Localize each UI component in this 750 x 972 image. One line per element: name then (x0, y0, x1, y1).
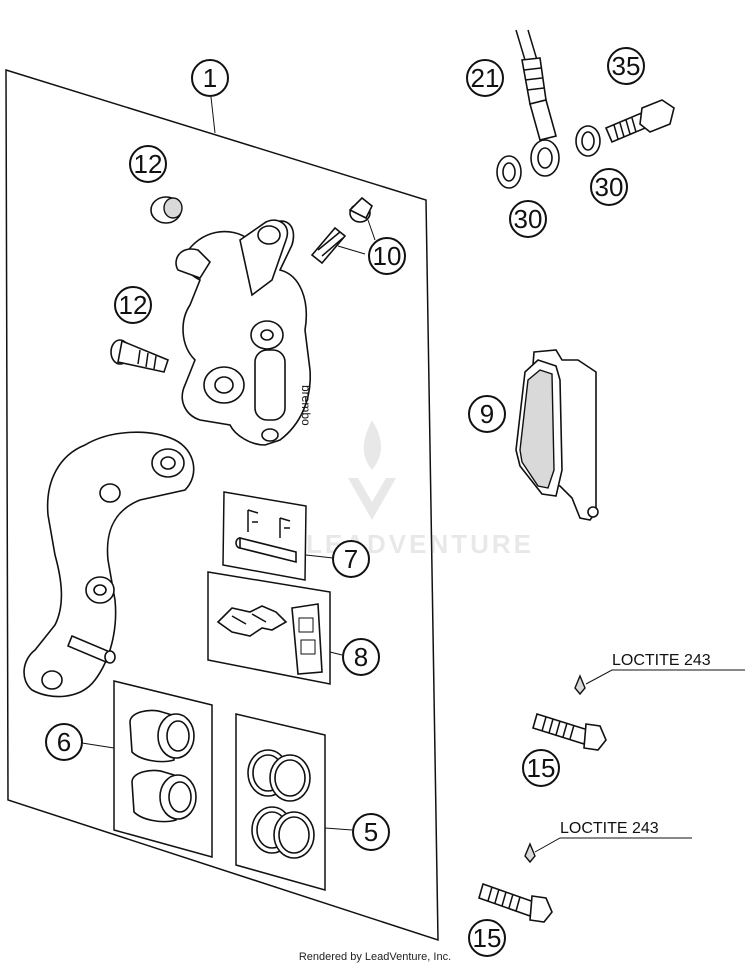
callout-7: 7 (344, 544, 358, 574)
footer-credit: Rendered by LeadVenture, Inc. (298, 951, 452, 963)
callout-1-bubble (191, 59, 229, 97)
caliper-support-bracket-part (23, 431, 195, 698)
callout-35: 35 (612, 51, 641, 81)
callout-8: 8 (354, 642, 368, 672)
piston-kit-box (113, 680, 213, 858)
callout-30-right-bubble (590, 168, 628, 206)
loctite-label-top: LOCTITE 243 (612, 652, 711, 669)
callout-6: 6 (57, 727, 71, 757)
brake-pads-part (515, 349, 599, 521)
callout-9: 9 (480, 399, 494, 429)
pin-kit-box (222, 491, 307, 581)
callout-9-bubble (468, 395, 506, 433)
callout-12-top-bubble (129, 145, 167, 183)
pad-pin-bolt-part (110, 339, 169, 373)
callout-21: 21 (471, 63, 500, 93)
callout-21-bubble (466, 59, 504, 97)
banjo-bolt-part (604, 99, 675, 144)
callout-5: 5 (364, 817, 378, 847)
callout-12-top: 12 (134, 149, 163, 179)
callout-6-bubble (45, 723, 83, 761)
caliper-brand-text: brembo (299, 385, 313, 426)
callout-12-middle: 12 (119, 290, 148, 320)
watermark-logo: LEADVENTURE (306, 420, 531, 559)
brake-line-part (515, 29, 560, 177)
callout-15-lower-bubble (468, 919, 506, 957)
seal-kit-box (235, 713, 326, 891)
callout-15-upper-bubble (522, 749, 560, 787)
callout-15-lower: 15 (473, 923, 502, 953)
callout-10-bubble (368, 237, 406, 275)
callout-15-upper: 15 (527, 753, 556, 783)
callout-30-left-bubble (509, 200, 547, 238)
callout-35-bubble (607, 47, 645, 85)
bolt-15-upper-part (532, 674, 607, 751)
sealing-washer-left-part (496, 155, 522, 189)
callout-10: 10 (373, 241, 402, 271)
callout-30-left: 30 (514, 204, 543, 234)
rubber-cap-part (150, 196, 183, 224)
sealing-washer-right-part (575, 125, 601, 157)
callout-1: 1 (203, 63, 217, 93)
spring-kit-box (207, 571, 331, 685)
callout-7-bubble (332, 540, 370, 578)
callout-8-bubble (342, 638, 380, 676)
callout-12-middle-bubble (114, 286, 152, 324)
bleeder-valve-part (310, 196, 374, 265)
kit-panel-outline (5, 68, 439, 942)
callout-5-bubble (352, 813, 390, 851)
bolt-15-lower-part (478, 842, 553, 923)
callout-30-right: 30 (595, 172, 624, 202)
brake-caliper-part: brembo (175, 219, 313, 446)
loctite-label-bottom: LOCTITE 243 (560, 820, 659, 837)
